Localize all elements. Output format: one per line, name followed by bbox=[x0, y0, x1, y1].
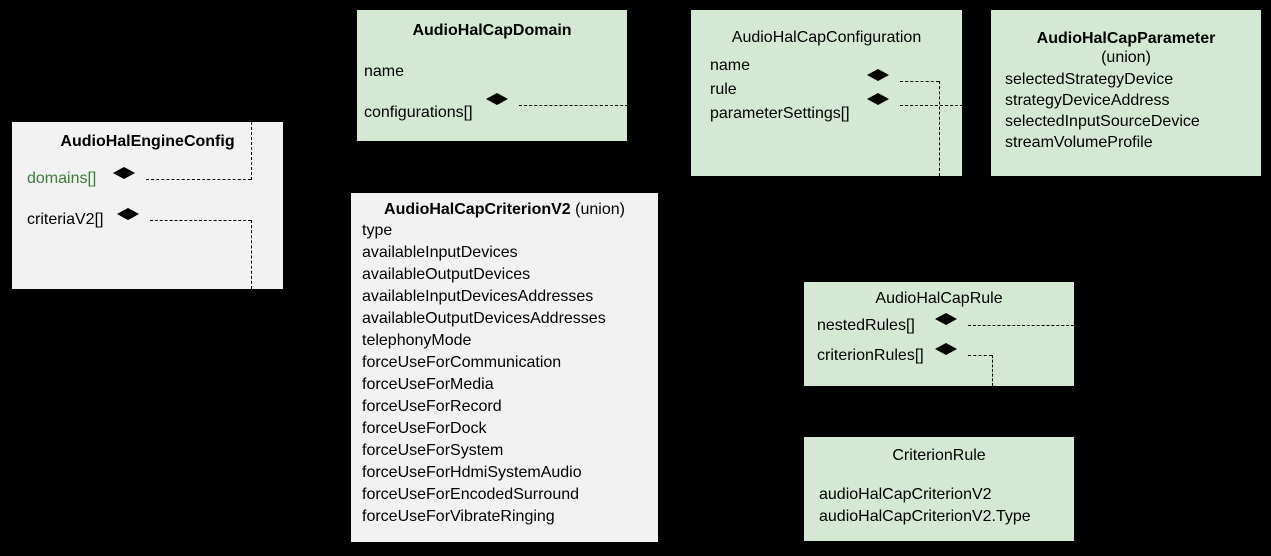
field-audio-hal-cap-criterion-v2: audioHalCapCriterionV2 bbox=[819, 486, 992, 503]
class-title-audio-hal-cap-domain: AudioHalCapDomain bbox=[412, 22, 572, 39]
connector-criteria-vertical bbox=[251, 220, 252, 289]
connector-criterion-rules-vertical bbox=[992, 355, 993, 386]
connector-rule-horizontal bbox=[900, 81, 939, 82]
field-name-configuration: name bbox=[710, 57, 751, 74]
class-box-audio-hal-cap-criterion-v2[interactable]: AudioHalCapCriterionV2 (union) type avai… bbox=[351, 193, 658, 542]
composition-diamond-parameter-settings bbox=[878, 99, 900, 111]
composition-diamond-criterion-rules bbox=[946, 349, 968, 361]
field-selected-input-source-device: selectedInputSourceDevice bbox=[1005, 113, 1200, 130]
field-configurations: configurations[] bbox=[364, 104, 473, 121]
field-domains: domains[] bbox=[27, 170, 97, 187]
class-box-audio-hal-cap-configuration[interactable]: AudioHalCapConfiguration name rule param… bbox=[691, 10, 962, 176]
field-force-use-for-communication: forceUseForCommunication bbox=[362, 354, 562, 371]
field-force-use-for-hdmi-system-audio: forceUseForHdmiSystemAudio bbox=[362, 464, 582, 481]
field-available-input-devices: availableInputDevices bbox=[362, 244, 518, 261]
field-force-use-for-media: forceUseForMedia bbox=[362, 376, 494, 393]
field-nested-rules: nestedRules[] bbox=[817, 317, 915, 334]
composition-diamond-rule bbox=[878, 75, 900, 87]
class-box-audio-hal-cap-parameter[interactable]: AudioHalCapParameter (union) selectedStr… bbox=[991, 10, 1261, 176]
class-title-audio-hal-cap-rule: AudioHalCapRule bbox=[875, 290, 1003, 307]
field-force-use-for-vibrate-ringing: forceUseForVibrateRinging bbox=[362, 508, 555, 525]
field-available-output-devices-addresses: availableOutputDevicesAddresses bbox=[362, 310, 606, 327]
class-title-criterion-rule: CriterionRule bbox=[892, 447, 986, 464]
class-title-suffix: (union) bbox=[575, 201, 625, 218]
field-force-use-for-encoded-surround: forceUseForEncodedSurround bbox=[362, 486, 580, 503]
connector-configurations-horizontal bbox=[519, 105, 709, 106]
class-box-audio-hal-engine-config[interactable]: AudioHalEngineConfig domains[] criteriaV… bbox=[12, 122, 283, 289]
connector-criteria-horizontal bbox=[150, 220, 251, 221]
composition-diamond-configurations bbox=[497, 99, 519, 111]
class-subtitle-audio-hal-cap-parameter: (union) bbox=[1101, 49, 1151, 66]
class-box-criterion-rule[interactable]: CriterionRule audioHalCapCriterionV2 aud… bbox=[804, 437, 1074, 541]
field-force-use-for-dock: forceUseForDock bbox=[362, 420, 487, 437]
class-title-audio-hal-cap-parameter: AudioHalCapParameter bbox=[1036, 30, 1216, 47]
connector-domains-vertical bbox=[251, 122, 252, 180]
field-force-use-for-system: forceUseForSystem bbox=[362, 442, 504, 459]
field-telephony-mode: telephonyMode bbox=[362, 332, 472, 349]
class-title-audio-hal-engine-config: AudioHalEngineConfig bbox=[60, 133, 235, 150]
field-selected-strategy-device: selectedStrategyDevice bbox=[1005, 71, 1174, 88]
field-parameter-settings: parameterSettings[] bbox=[710, 105, 850, 122]
class-box-audio-hal-cap-domain[interactable]: AudioHalCapDomain name configurations[] bbox=[357, 10, 627, 141]
connector-rule-vertical bbox=[939, 81, 940, 176]
field-type: type bbox=[362, 222, 393, 239]
field-audio-hal-cap-criterion-v2-type: audioHalCapCriterionV2.Type bbox=[819, 508, 1031, 525]
field-name-domain: name bbox=[364, 63, 405, 80]
connector-nested-rules-horizontal bbox=[968, 325, 1074, 326]
class-title-audio-hal-cap-criterion-v2: AudioHalCapCriterionV2 (union) bbox=[351, 200, 658, 219]
connector-criterion-rules-horizontal bbox=[968, 355, 992, 356]
class-title-audio-hal-cap-configuration: AudioHalCapConfiguration bbox=[731, 29, 922, 46]
field-force-use-for-record: forceUseForRecord bbox=[362, 398, 502, 415]
field-rule: rule bbox=[710, 81, 737, 98]
field-available-input-devices-addresses: availableInputDevicesAddresses bbox=[362, 288, 594, 305]
composition-diamond-domains bbox=[124, 173, 146, 185]
field-criterion-rules: criterionRules[] bbox=[817, 347, 924, 364]
composition-diamond-criteria-v2 bbox=[128, 214, 150, 226]
class-box-audio-hal-cap-rule[interactable]: AudioHalCapRule nestedRules[] criterionR… bbox=[804, 282, 1074, 386]
field-stream-volume-profile: streamVolumeProfile bbox=[1005, 134, 1153, 151]
connector-domains-horizontal bbox=[146, 179, 251, 180]
class-title-text: AudioHalCapCriterionV2 bbox=[384, 201, 571, 218]
field-strategy-device-address: strategyDeviceAddress bbox=[1005, 92, 1170, 109]
composition-diamond-nested-rules bbox=[946, 319, 968, 331]
field-criteria-v2: criteriaV2[] bbox=[27, 211, 104, 228]
connector-parameter-settings-horizontal bbox=[900, 105, 993, 106]
field-available-output-devices: availableOutputDevices bbox=[362, 266, 531, 283]
